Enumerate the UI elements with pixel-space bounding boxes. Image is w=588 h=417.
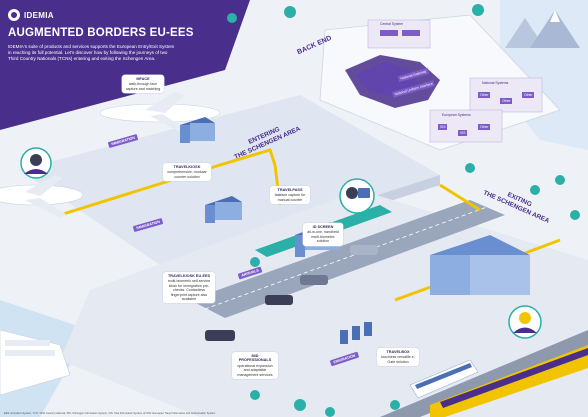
immigration-booth	[180, 117, 215, 143]
central-system-label: Central System	[380, 22, 404, 26]
traveler-portrait-exit	[508, 305, 542, 339]
callout-title: TRAVELKIOSK EU-EES	[167, 274, 211, 278]
road	[190, 200, 505, 318]
callout-mid-pro: MID PROFESSIONALS operational expansion …	[232, 352, 278, 380]
footer-glossary: EES: Entry/Exit System, TCN: Third Count…	[4, 412, 216, 415]
callout-text: multi-biometric self-service kiosk for i…	[167, 279, 211, 302]
road-marking	[204, 206, 488, 310]
european-node-vis: VIS	[458, 130, 468, 136]
car	[205, 330, 235, 341]
officer-portrait	[339, 178, 375, 214]
terminal-floor	[20, 95, 440, 265]
national-node: Other	[478, 92, 491, 98]
callout-text: comprehensive, modular counter solution	[167, 170, 207, 179]
callout-text: fastface capture for manual counter	[274, 193, 306, 202]
logo-text: IDEMIA	[24, 10, 54, 20]
train	[430, 345, 588, 417]
national-node: Other	[500, 98, 513, 104]
callout-title: TRAVELPASS	[277, 188, 303, 192]
airplane-top	[99, 92, 221, 132]
callout-title: ID SCREEN	[312, 225, 334, 229]
callout-travelkiosk: TRAVELKIOSK comprehensive, modular count…	[163, 163, 211, 182]
logo-icon	[8, 9, 20, 21]
central-node	[380, 30, 398, 36]
callout-travelbox: TRAVELBOX touchless versatile e-Gate sol…	[377, 348, 419, 367]
cruise-ship	[0, 329, 71, 396]
header: IDEMIA AUGMENTED BORDERS EU-EES IDEMIA's…	[0, 0, 200, 110]
car	[265, 295, 293, 305]
trees	[227, 4, 580, 417]
callout-title: MFACE	[136, 77, 150, 81]
central-node	[402, 30, 420, 36]
intro-text: IDEMIA's suite of products and services …	[8, 44, 175, 61]
header-panel	[0, 0, 250, 130]
mountain-snow	[550, 10, 560, 22]
callout-travelpass: TRAVELPASS fastface capture for manual c…	[270, 186, 310, 205]
page-title: AUGMENTED BORDERS EU-EES	[8, 27, 194, 39]
bus	[409, 359, 479, 399]
airplane-left	[0, 175, 84, 218]
car	[300, 275, 328, 285]
callout-text: operational expansion and adaptable mana…	[237, 363, 273, 377]
manual-counter-booth	[205, 196, 242, 223]
callout-travelkiosk-eu: TRAVELKIOSK EU-EES multi-biometric self-…	[163, 272, 215, 304]
car	[350, 245, 378, 255]
callout-text: walk-through face capture and matching	[125, 82, 161, 91]
mountain	[530, 10, 580, 48]
callout-title: MID PROFESSIONALS	[238, 354, 272, 363]
callout-text: all-in-one, handheld multi-biometric sol…	[307, 230, 339, 244]
entry-path	[59, 148, 277, 217]
rail-track	[380, 330, 588, 417]
callout-title: TRAVELBOX	[386, 350, 410, 354]
terminal-building	[430, 235, 530, 295]
european-node: Other	[478, 124, 491, 130]
european-node-sis: SIS	[438, 124, 448, 130]
callout-text: touchless versatile e-Gate solution	[381, 355, 415, 364]
logo: IDEMIA	[8, 9, 54, 21]
exit-path	[439, 183, 481, 212]
national-node: Other	[522, 92, 535, 98]
e-gates	[340, 322, 372, 344]
callout-title: TRAVELKIOSK	[173, 165, 201, 169]
callout-id-screen: ID SCREEN all-in-one, handheld multi-bio…	[303, 223, 343, 246]
callout-mface: MFACE walk-through face capture and matc…	[122, 75, 164, 94]
traveler-portrait	[20, 147, 52, 179]
national-systems-label: National Systems	[482, 81, 509, 85]
european-systems-label: European Systems	[442, 113, 471, 117]
